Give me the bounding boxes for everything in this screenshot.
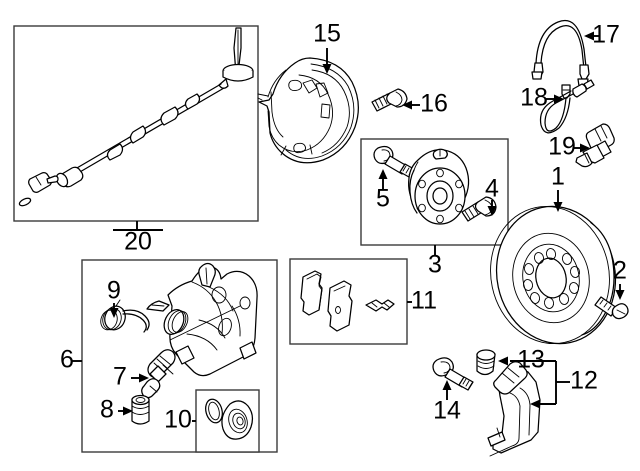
part-caliper-mounting-bracket	[487, 361, 541, 457]
callout-15: 15	[313, 20, 341, 48]
arrow-8	[123, 406, 133, 416]
callout-13: 13	[517, 346, 545, 374]
part-bracket-bushing	[476, 349, 496, 376]
arrow-13	[498, 356, 508, 366]
callout-4: 4	[485, 175, 499, 203]
part-backing-plate-bolt	[371, 88, 408, 112]
arrow-17	[584, 31, 594, 41]
callout-11: 11	[411, 287, 437, 315]
arrow-7	[139, 373, 149, 383]
callout-8: 8	[100, 396, 114, 424]
part-brake-pad-set	[300, 270, 395, 332]
callout-2: 2	[613, 257, 627, 285]
callout-3: 3	[428, 251, 442, 279]
arrow-9	[109, 308, 119, 318]
part-brake-backing-plate	[257, 57, 359, 164]
part-caliper-retaining-spring	[100, 299, 150, 333]
callout-19: 19	[548, 133, 576, 161]
arrow-4	[487, 206, 497, 216]
group-box-parking-brake-cable	[13, 25, 259, 222]
arrow-18	[554, 94, 564, 104]
callout-17: 17	[592, 21, 620, 49]
arrow-16	[402, 100, 412, 110]
part-bracket-bolt	[432, 357, 474, 391]
callout-14: 14	[433, 397, 461, 425]
callout-18: 18	[520, 84, 548, 112]
arrow-12	[530, 399, 540, 409]
part-parking-brake-cable	[18, 27, 254, 207]
arrow-1	[553, 202, 563, 212]
part-wear-sensor-long	[531, 20, 590, 87]
part-abs-wheel-speed-sensor	[575, 123, 615, 168]
callout-20: 20	[124, 228, 152, 256]
callout-12: 12	[570, 367, 598, 395]
part-wear-sensor-short	[539, 79, 595, 134]
callout-10: 10	[164, 406, 192, 434]
part-piston-and-seal-kit	[205, 398, 254, 440]
part-rotor-retaining-screw	[594, 296, 629, 320]
part-caliper-guide-pin	[141, 349, 176, 399]
callout-5: 5	[376, 185, 390, 213]
callout-7: 7	[113, 363, 127, 391]
callout-9: 9	[107, 277, 121, 305]
callout-6: 6	[60, 346, 74, 374]
arrow-5	[378, 169, 388, 179]
arrow-15	[322, 64, 332, 74]
arrow-14	[442, 380, 452, 390]
callout-1: 1	[551, 163, 565, 191]
arrow-19	[580, 143, 590, 153]
part-wheel-hub-bearing	[408, 148, 470, 225]
part-brake-caliper-body	[146, 262, 258, 377]
part-guide-pin-bushing	[131, 394, 150, 425]
callout-16: 16	[420, 90, 448, 118]
arrow-2	[615, 290, 625, 300]
